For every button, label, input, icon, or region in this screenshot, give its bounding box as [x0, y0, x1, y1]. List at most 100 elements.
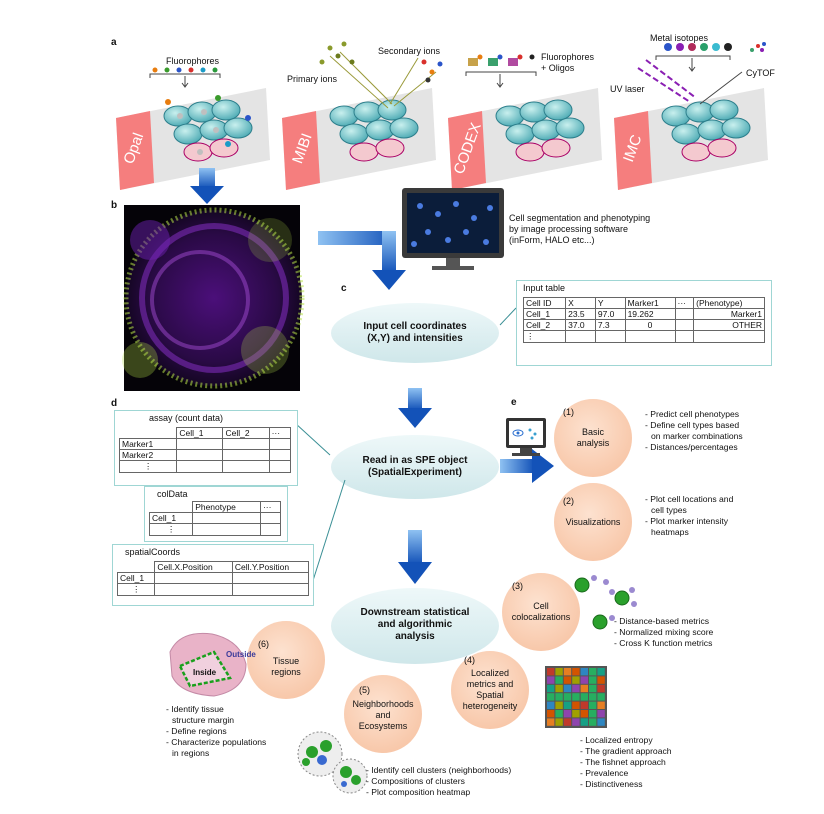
arrow-spe-to-e	[500, 449, 554, 483]
opal-fluorophore-dots	[152, 67, 218, 73]
arrow-a-to-b	[190, 168, 224, 204]
table-row: ⋮	[118, 460, 292, 473]
basic-bullets: - Predict cell phenotypes - Define cell …	[645, 409, 743, 453]
heatmap-cell	[563, 718, 572, 726]
localized-name-3: Spatial	[476, 690, 504, 700]
circle-coloc	[502, 573, 580, 651]
list-item: - Characterize populations	[166, 737, 267, 747]
tissue-inside-label: Inside	[193, 668, 217, 677]
localized-bullets: - Localized entropy - The gradient appro…	[580, 735, 672, 790]
visual-num: (2)	[563, 496, 574, 506]
list-item: - Plot marker intensity	[645, 516, 729, 526]
table-cell	[674, 319, 695, 331]
tissue-num: (6)	[258, 639, 269, 649]
tissue-region-icon	[169, 632, 247, 697]
table-cell	[176, 460, 224, 473]
segmentation-text-3: (inForm, HALO etc...)	[509, 235, 595, 245]
node-input-line2: (X,Y) and intensities	[367, 333, 463, 344]
table-cell	[565, 330, 596, 343]
node-downstream-shape	[331, 588, 499, 664]
table-cell	[222, 438, 270, 450]
table-cell	[674, 330, 695, 343]
table-cell: Cell_2	[522, 319, 567, 331]
coldata-table: Phenotype ··· Cell_1 ⋮	[148, 501, 282, 536]
heatmap-cell	[589, 710, 597, 718]
node-downstream-line3: analysis	[395, 631, 435, 642]
table-cell: Cell_1	[522, 308, 567, 320]
heatmap-cell	[547, 693, 555, 701]
table-cell	[268, 449, 292, 461]
panel-label-a: a	[111, 37, 117, 48]
neighborhood-cluster-icon	[297, 731, 368, 794]
heatmap-cell	[589, 693, 597, 701]
monitor-icon	[402, 188, 504, 270]
localized-name-4: heterogeneity	[462, 701, 518, 711]
heatmap-cell	[572, 701, 580, 709]
fluoro-oligos-label-2: + Oligos	[541, 63, 575, 73]
table-cell	[268, 460, 292, 473]
computer-icon-e	[506, 418, 546, 456]
table-cell: Cell_1	[116, 572, 156, 584]
imc-isotope-bracket	[655, 55, 731, 72]
heatmap-cell	[563, 701, 572, 709]
panel-label-b: b	[111, 200, 118, 211]
list-item: - Distance-based metrics	[614, 616, 710, 626]
imc-isotope-dots	[664, 43, 732, 51]
table-cell: 23.5	[565, 308, 596, 320]
connector-lines	[294, 307, 517, 591]
list-item: - Distances/percentages	[645, 442, 738, 452]
table-header-cell: Cell_2	[222, 427, 270, 439]
table-cell: 19.262	[624, 308, 676, 320]
codex-oligo-dots	[468, 54, 535, 66]
table-row: Cell_2 37.0 7.3 0 OTHER	[522, 319, 765, 331]
table-cell	[259, 523, 282, 536]
segmentation-text-2: by image processing software	[509, 224, 629, 234]
list-item: structure margin	[172, 715, 235, 725]
table-header-cell: ···	[674, 297, 695, 309]
table-row: ⋮	[116, 583, 310, 596]
opal-fluorophore-bracket	[149, 73, 221, 88]
heatmap-cell	[563, 693, 572, 701]
list-item: - Identify tissue	[166, 704, 224, 714]
arrow-b-to-c	[318, 231, 406, 290]
heatmap-cell	[597, 676, 605, 684]
list-item: - Normalized mixing score	[614, 627, 714, 637]
table-cell: ⋮	[118, 460, 178, 473]
primary-ions-label: Primary ions	[287, 74, 338, 84]
node-downstream-line1: Downstream statistical	[360, 607, 470, 618]
table-cell: 7.3	[594, 319, 626, 331]
visual-bullets: - Plot cell locations and cell types - P…	[645, 494, 733, 538]
uv-laser-label: UV laser	[610, 84, 645, 94]
heatmap-cell	[597, 718, 605, 726]
colocalization-cells-icon	[574, 575, 637, 630]
table-header-cell	[119, 427, 178, 439]
platform-opal-slab	[116, 88, 270, 190]
list-item: - Prevalence	[580, 768, 629, 778]
node-spe-line1: Read in as SPE object	[362, 455, 468, 466]
table-cell: Marker2	[118, 449, 178, 461]
list-item: - Define cell types based	[645, 420, 740, 430]
list-item: - Compositions of clusters	[366, 776, 465, 786]
table-cell	[674, 308, 695, 320]
mibi-ion-dots	[319, 41, 443, 83]
localized-name-1: Localized	[470, 668, 510, 678]
tissue-image	[122, 205, 305, 391]
table-cell	[268, 438, 292, 450]
heatmap-cell	[580, 676, 588, 684]
table-cell	[192, 512, 261, 524]
heatmap-cell	[555, 693, 563, 701]
heatmap-cell	[597, 710, 605, 718]
circle-tissue	[247, 621, 325, 699]
table-row: ⋮	[148, 523, 282, 536]
table-header-row: Cell_1 Cell_2 ···	[119, 427, 292, 439]
list-item: - Localized entropy	[580, 735, 653, 745]
table-header-cell: X	[565, 297, 596, 309]
list-item: - Predict cell phenotypes	[645, 409, 740, 419]
table-cell: OTHER	[693, 319, 765, 331]
heatmap-cell	[580, 710, 588, 718]
list-item: - Plot cell locations and	[645, 494, 734, 504]
metal-isotopes-label: Metal isotopes	[650, 33, 709, 43]
table-cell	[176, 449, 224, 461]
table-header-cell: Phenotype	[192, 501, 261, 513]
heatmap-cell	[547, 676, 555, 684]
